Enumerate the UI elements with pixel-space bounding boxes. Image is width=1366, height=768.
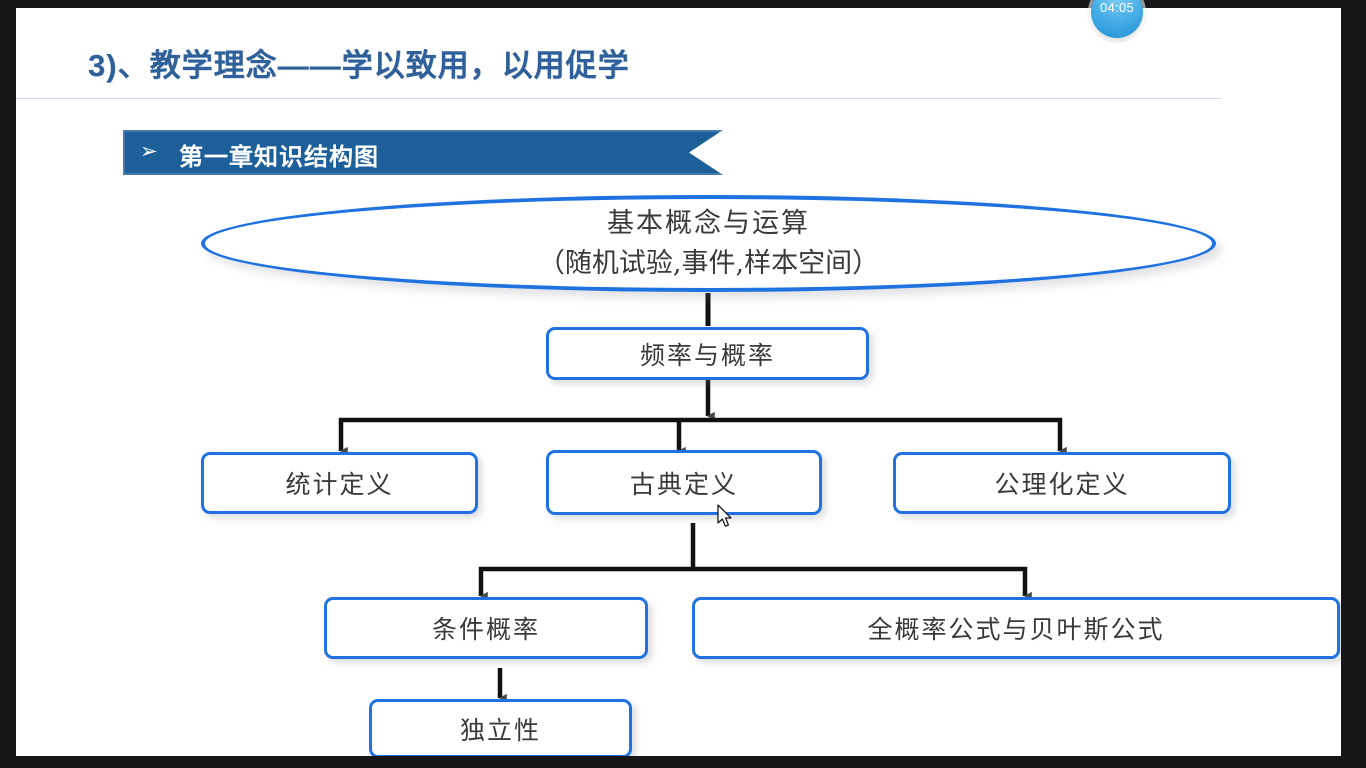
diagram-node-label: 统计定义 xyxy=(285,470,394,499)
title-divider xyxy=(16,98,1221,99)
diagram-node-label: 独立性 xyxy=(459,715,541,745)
section-banner-label: 第一章知识结构图 xyxy=(179,144,379,171)
slide-surface: 3)、教学理念——学以致用，以用促学 ➢ 第一章知识结构图 xyxy=(16,8,1341,756)
diagram-node-label: 公理化定义 xyxy=(994,470,1130,499)
diagram-node-axiomatic-definition[interactable]: 公理化定义 xyxy=(893,452,1231,514)
knowledge-structure-diagram: 基本概念与运算 （随机试验,事件,样本空间） 频率与概率 统计定义 古典定义 公… xyxy=(16,8,1341,756)
diagram-node-conditional-probability[interactable]: 条件概率 xyxy=(324,597,648,659)
diagram-node-root-line1: 基本概念与运算 xyxy=(607,208,810,240)
diagram-node-root[interactable]: 基本概念与运算 （随机试验,事件,样本空间） xyxy=(201,195,1216,292)
diagram-node-classical-definition[interactable]: 古典定义 xyxy=(546,450,822,515)
diagram-node-label: 频率与概率 xyxy=(639,340,775,370)
diagram-node-independence[interactable]: 独立性 xyxy=(369,699,632,756)
diagram-node-total-probability-bayes[interactable]: 全概率公式与贝叶斯公式 xyxy=(692,597,1340,659)
section-banner: ➢ 第一章知识结构图 xyxy=(123,130,723,175)
diagram-node-frequency-probability[interactable]: 频率与概率 xyxy=(546,327,869,380)
diagram-node-label: 全概率公式与贝叶斯公式 xyxy=(867,615,1165,644)
diagram-node-root-line2: （随机试验,事件,样本空间） xyxy=(537,247,880,279)
diagram-node-statistical-definition[interactable]: 统计定义 xyxy=(201,452,478,514)
chevron-right-icon: ➢ xyxy=(140,140,158,163)
page-title: 3)、教学理念——学以致用，以用促学 xyxy=(88,48,630,83)
diagram-node-label: 古典定义 xyxy=(629,469,738,499)
diagram-node-label: 条件概率 xyxy=(431,615,540,644)
session-timer-value: 04:05 xyxy=(1099,0,1135,15)
